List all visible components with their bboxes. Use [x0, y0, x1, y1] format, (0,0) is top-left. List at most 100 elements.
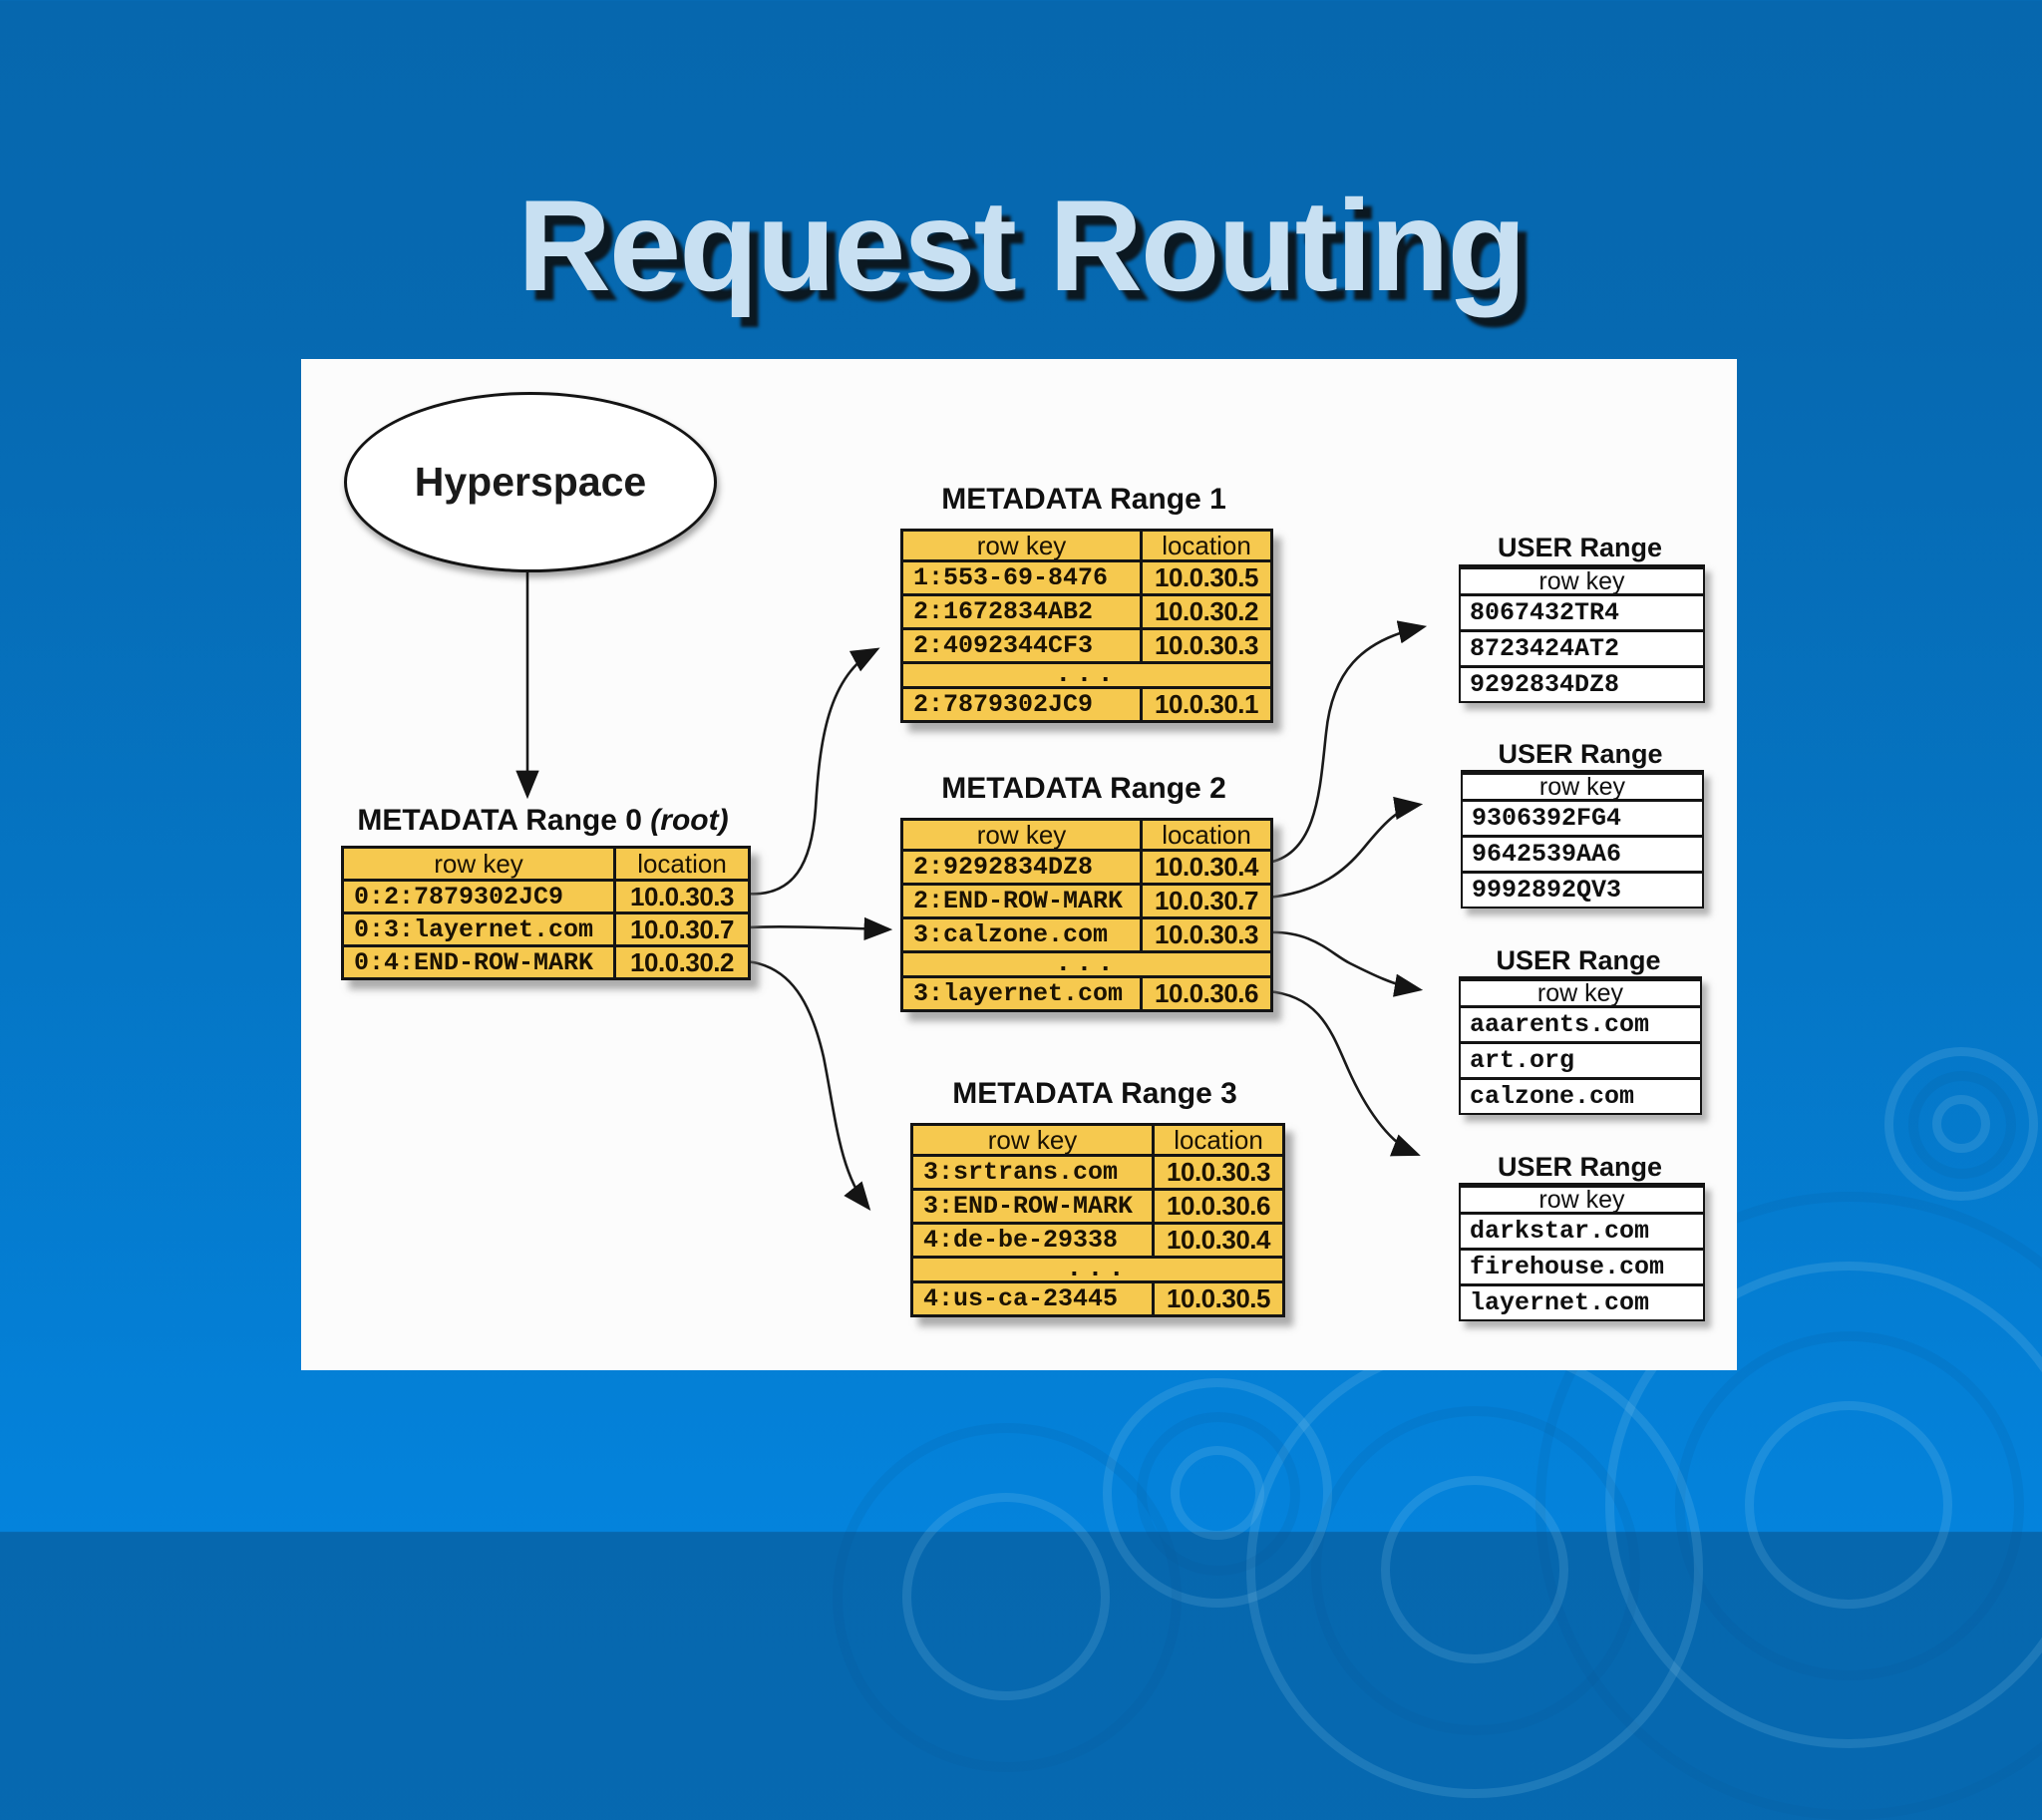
row-key-cell: 9306392FG4 [1472, 804, 1622, 833]
row-key-cell: 3:layernet.com [913, 979, 1124, 1008]
table-header-row: row key location [344, 849, 748, 879]
ellipsis-row: ... [1066, 1255, 1130, 1284]
row-key-cell: aaarents.com [1470, 1010, 1650, 1039]
table-row: ... [903, 660, 1270, 690]
row-key-header: row key [976, 819, 1067, 850]
table-row: firehouse.com [1461, 1248, 1703, 1283]
table-row: 2:4092344CF3 10.0.30.3 [903, 627, 1270, 661]
metadata-range-3-title: METADATA Range 3 [952, 1077, 1237, 1110]
location-cell: 10.0.30.5 [1152, 1283, 1282, 1314]
metadata-range-0-title: METADATA Range 0 (root) [341, 804, 745, 838]
row-key-cell: 3:END-ROW-MARK [923, 1192, 1134, 1221]
row-key-cell: 4:de-be-29338 [923, 1226, 1119, 1255]
table-header-row: row key [1461, 566, 1703, 595]
table-row: art.org [1461, 1041, 1700, 1077]
row-key-cell: 4:us-ca-23445 [923, 1284, 1119, 1313]
location-header: location [1140, 531, 1270, 560]
ripple-ring [1137, 1412, 1300, 1576]
location-cell: 10.0.30.4 [1152, 1225, 1282, 1256]
ripple-ring [1103, 1378, 1332, 1608]
ripple-ring [1381, 1476, 1568, 1663]
hyperspace-node: Hyperspace [344, 392, 717, 572]
location-cell: 10.0.30.3 [1152, 1157, 1282, 1188]
table-row: 9292834DZ8 [1461, 665, 1703, 701]
ripple-ring [1932, 1095, 1990, 1153]
ripple-ring [1908, 1071, 2016, 1179]
table-row: 3:layernet.com 10.0.30.6 [903, 975, 1270, 1009]
slide: Request Routing Hyperspace [341, 173, 2042, 1820]
row-key-cell: 0:4:END-ROW-MARK [354, 947, 594, 977]
location-cell: 10.0.30.3 [613, 882, 748, 911]
connector-arrows [515, 570, 1428, 1212]
row-key-cell: 0:2:7879302JC9 [354, 882, 564, 911]
row-key-header: row key [976, 530, 1067, 560]
table-row: layernet.com [1461, 1283, 1703, 1319]
row-key-cell: 2:7879302JC9 [913, 690, 1094, 719]
table-row: 8723424AT2 [1461, 629, 1703, 665]
table-row: 4:de-be-29338 10.0.30.4 [913, 1222, 1282, 1256]
row-key-cell: 9642539AA6 [1472, 840, 1622, 869]
arrow-range2-to-user3 [1266, 930, 1424, 997]
location-cell: 10.0.30.4 [1140, 852, 1270, 883]
row-key-header: row key [1536, 978, 1624, 1007]
arrow-range0-to-range1 [745, 647, 880, 896]
table-row: 1:553-69-8476 10.0.30.5 [903, 559, 1270, 593]
arrow-range0-to-range3 [745, 959, 871, 1212]
metadata-range-1-title: METADATA Range 1 [941, 483, 1226, 516]
table-row: 2:1672834AB2 10.0.30.2 [903, 593, 1270, 627]
row-key-cell: art.org [1470, 1046, 1575, 1075]
row-key-cell: 9292834DZ8 [1470, 670, 1620, 699]
table-header-row: row key [1461, 978, 1700, 1007]
table-header-row: row key location [903, 530, 1270, 560]
row-key-header: row key [1538, 566, 1625, 595]
hyperspace-label: Hyperspace [414, 459, 647, 505]
row-key-cell: 2:1672834AB2 [913, 597, 1094, 626]
table-header-row: row key location [913, 1124, 1282, 1155]
row-key-cell: 1:553-69-8476 [913, 563, 1109, 592]
table-row: 9992892QV3 [1463, 871, 1702, 907]
metadata-range-0-title-suffix: (root) [650, 804, 729, 837]
page-title: Request Routing [517, 173, 1527, 319]
location-cell: 10.0.30.3 [1140, 630, 1270, 661]
row-key-cell: 2:END-ROW-MARK [913, 887, 1124, 915]
arrow-range2-to-user1 [1266, 620, 1428, 865]
location-cell: 10.0.30.7 [613, 914, 748, 944]
metadata-range-0-table: row key location 0:2:7879302JC9 10.0.30.3… [341, 846, 751, 980]
arrow-range2-to-user4 [1266, 989, 1421, 1157]
table-row: darkstar.com [1461, 1212, 1703, 1248]
location-cell: 10.0.30.2 [1140, 596, 1270, 627]
table-row: 0:4:END-ROW-MARK 10.0.30.2 [344, 944, 748, 977]
metadata-range-2-title: METADATA Range 2 [941, 772, 1226, 805]
table-row: ... [903, 949, 1270, 979]
row-key-header: row key [987, 1124, 1078, 1155]
row-key-cell: firehouse.com [1470, 1253, 1665, 1281]
row-key-header: row key [434, 848, 523, 879]
row-key-cell: 3:calzone.com [913, 920, 1109, 949]
arrow-range0-to-range2 [745, 916, 893, 941]
row-key-cell: 2:4092344CF3 [913, 631, 1094, 660]
row-key-header: row key [1538, 772, 1626, 801]
ripple-ring [1884, 1047, 2038, 1201]
row-key-cell: calzone.com [1470, 1082, 1635, 1111]
ellipsis-row: ... [1055, 660, 1119, 690]
ripple-ring [1311, 1406, 1640, 1735]
metadata-range-0-title-text: METADATA Range 0 [357, 804, 642, 837]
location-cell: 10.0.30.2 [613, 947, 748, 977]
row-key-cell: layernet.com [1470, 1288, 1650, 1317]
location-header: location [613, 849, 748, 879]
table-row: calzone.com [1461, 1077, 1700, 1113]
location-cell: 10.0.30.1 [1140, 689, 1270, 720]
table-row: 9306392FG4 [1463, 799, 1702, 835]
ripple-ring [1171, 1446, 1264, 1540]
user-range-3-table: row key aaarents.com art.org calzone.com [1459, 976, 1702, 1115]
location-cell: 10.0.30.6 [1140, 978, 1270, 1009]
location-cell: 10.0.30.5 [1140, 562, 1270, 593]
